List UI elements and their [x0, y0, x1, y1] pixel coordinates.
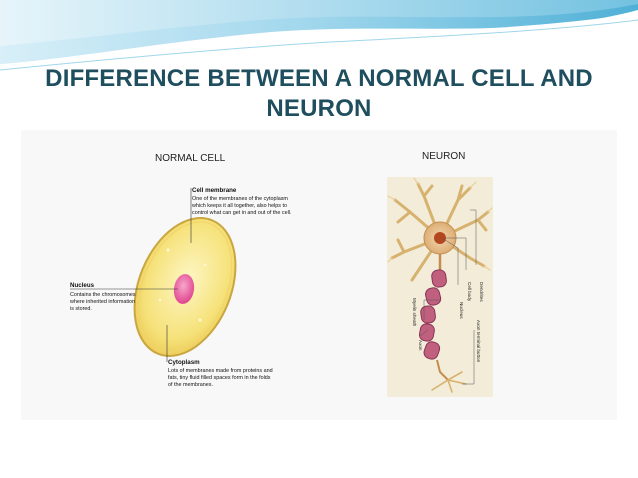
neuron-label-nucleus: Nucleus — [459, 302, 464, 319]
neuron-label-axon-terminal: Axon terminal button — [476, 320, 481, 363]
nucleus-shape — [173, 274, 195, 304]
neuron-label-cell-body: Cell body — [467, 282, 472, 302]
slide-title: DIFFERENCE BETWEEN A NORMAL CELL AND NEU… — [0, 64, 638, 124]
nucleus-desc-2: where inherited information — [69, 299, 135, 305]
title-line-2: NEURON — [266, 95, 372, 122]
normal-cell-heading: NORMAL CELL — [155, 153, 226, 164]
header-wave-banner — [0, 0, 638, 75]
normal-cell-drawing — [133, 217, 237, 357]
diagram-panel — [21, 130, 617, 420]
myelin-sheath-segments — [418, 269, 447, 360]
membrane-desc-3: control what can get in and out of the c… — [192, 210, 292, 216]
cytoplasm-desc-3: of the membranes. — [168, 382, 213, 388]
nucleus-title: Nucleus — [70, 282, 95, 289]
axon-terminals — [431, 371, 467, 393]
nucleus-desc-3: is stored. — [70, 306, 92, 312]
membrane-desc-1: One of the membranes of the cytoplasm — [192, 196, 288, 202]
neuron-heading: NEURON — [422, 151, 465, 162]
membrane-title: Cell membrane — [192, 187, 237, 194]
cytoplasm-desc-1: Lots of membranes made from proteins and — [168, 368, 273, 374]
neuron-drawing: Dendrites Cell body Nucleus Myelin sheat… — [387, 177, 493, 397]
cell-membrane-label: Cell membrane One of the membranes of th… — [191, 187, 292, 216]
cytoplasm-title: Cytoplasm — [168, 359, 200, 366]
nucleus-desc-1: Contains the chromosomes — [70, 292, 136, 298]
neuron-label-dendrites: Dendrites — [479, 282, 484, 302]
title-line-1: DIFFERENCE BETWEEN A NORMAL CELL AND — [45, 65, 593, 92]
cytoplasm-label: Cytoplasm Lots of membranes made from pr… — [168, 359, 273, 388]
neuron-nucleus-shape — [434, 232, 446, 244]
cytoplasm-desc-2: fats, tiny fluid filled spaces form in t… — [168, 375, 271, 381]
nucleus-label: Nucleus Contains the chromosomes where i… — [69, 282, 136, 312]
neuron-label-axon: Axon — [418, 340, 423, 351]
membrane-desc-2: which keeps it all together, also helps … — [191, 203, 287, 209]
neuron-label-myelin: Myelin sheath — [412, 298, 417, 327]
